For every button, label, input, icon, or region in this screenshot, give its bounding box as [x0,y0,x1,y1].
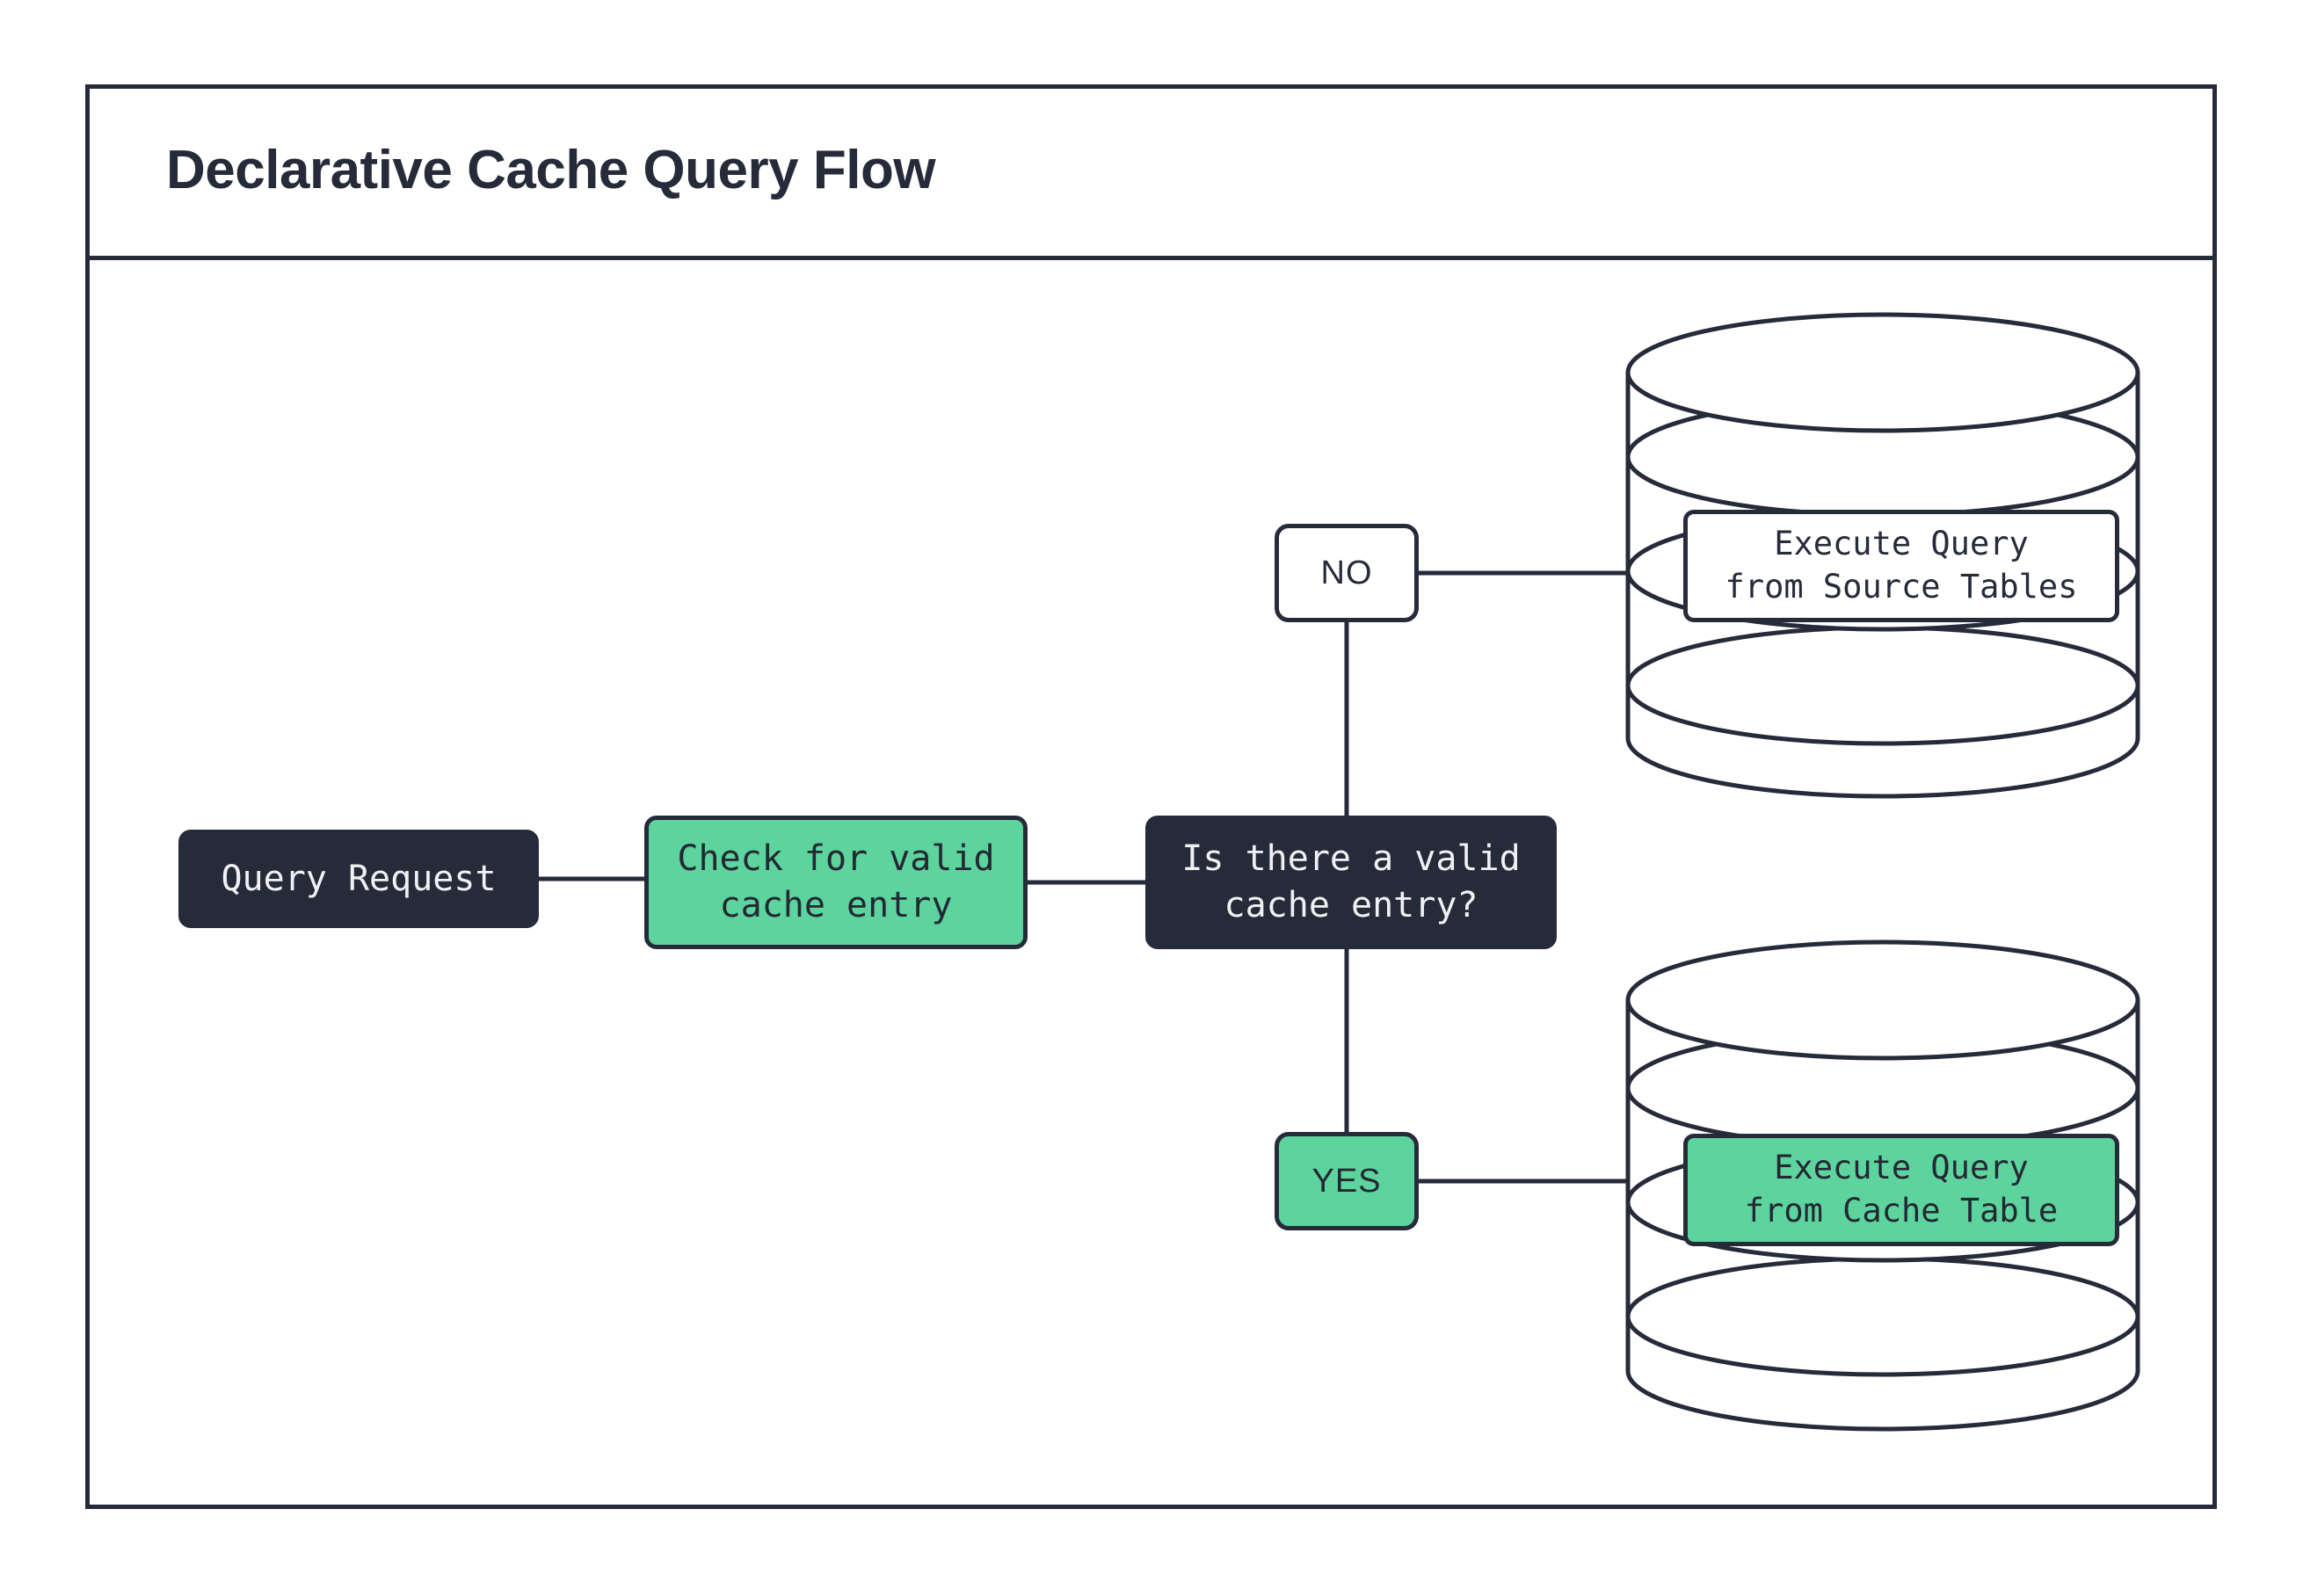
title-bar: Declarative Cache Query Flow [85,84,2217,260]
branch-label-no[interactable]: NO [1275,524,1419,622]
branch-label-yes[interactable]: YES [1275,1132,1419,1230]
node-check-for-valid-cache-entry[interactable]: Check for valid cache entry [644,816,1028,949]
node-decision-valid-cache-entry[interactable]: Is there a valid cache entry? [1145,816,1557,949]
diagram-frame [85,84,2217,1509]
node-query-request[interactable]: Query Request [178,830,539,928]
page-title: Declarative Cache Query Flow [166,140,936,200]
node-execute-query-from-source-tables[interactable]: Execute Query from Source Tables [1683,510,2119,622]
node-execute-query-from-cache-table[interactable]: Execute Query from Cache Table [1683,1134,2119,1246]
